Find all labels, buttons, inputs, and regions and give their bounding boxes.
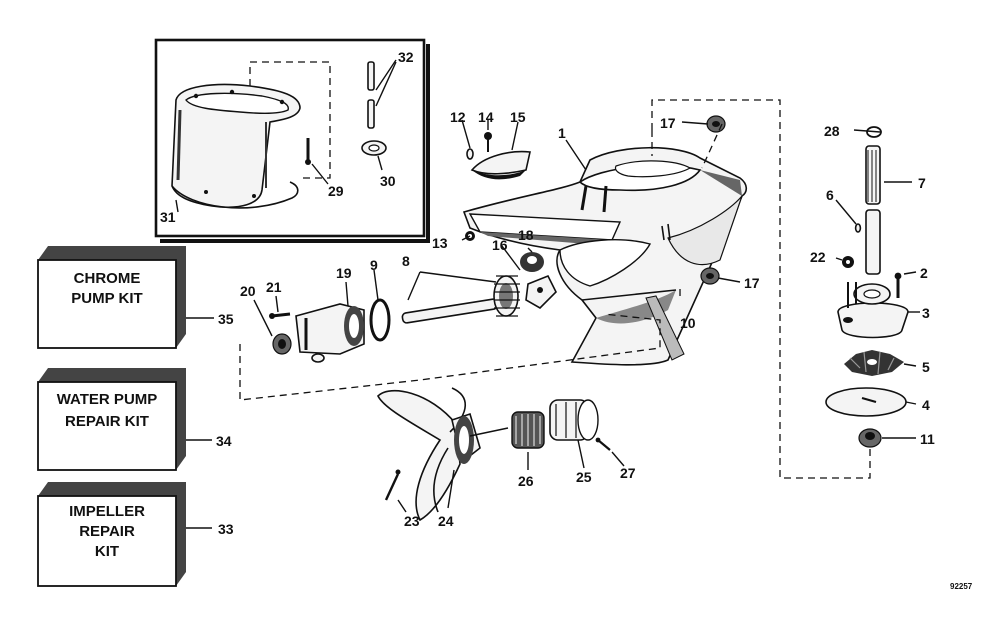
kit-box-impeller-repair: IMPELLER REPAIR KIT	[37, 482, 212, 587]
part-22-nut	[842, 256, 854, 268]
inset-exhaust-housing-box	[154, 38, 430, 243]
kit-chrome-line1: CHROME	[74, 270, 141, 287]
kit-box-water-pump: WATER PUMP REPAIR KIT	[37, 368, 212, 471]
callout-9: 9	[370, 257, 378, 273]
part-32-pins	[367, 61, 375, 129]
callout-3: 3	[922, 305, 930, 321]
part-19-bearing-housing	[295, 303, 365, 363]
part-31-exhaust-adapter	[171, 83, 301, 209]
callout-5: 5	[922, 359, 930, 375]
part-21-screw	[269, 312, 291, 319]
callout-12: 12	[450, 109, 466, 125]
kit-chrome-line2: PUMP KIT	[71, 290, 142, 307]
callout-2: 2	[920, 265, 928, 281]
part-17-grommet-upper	[706, 115, 726, 133]
callout-34: 34	[216, 433, 232, 449]
callout-24: 24	[438, 513, 454, 529]
callout-19: 19	[336, 265, 352, 281]
callout-7: 7	[918, 175, 926, 191]
part-18-pinion-gear	[520, 252, 544, 272]
callout-17-upper: 17	[660, 115, 676, 131]
callout-35: 35	[218, 311, 234, 327]
part-14-screw	[484, 132, 492, 152]
part-3-pump-housing	[837, 282, 909, 339]
callout-26: 26	[518, 473, 534, 489]
kit-impeller-line2: REPAIR	[79, 523, 135, 540]
callout-28: 28	[824, 123, 840, 139]
part-17-grommet-lower	[700, 267, 720, 285]
callout-33: 33	[218, 521, 234, 537]
part-30-seal	[361, 140, 387, 156]
part-6-key	[854, 223, 862, 233]
part-2-screw	[894, 272, 902, 298]
part-25-bearing-carrier	[549, 399, 599, 441]
part-16-clutch-dog	[525, 274, 557, 309]
part-7-drive-shaft	[865, 145, 881, 275]
part-26-reverse-gear	[511, 411, 545, 449]
part-12-pin	[466, 148, 474, 160]
callout-1: 1	[558, 125, 566, 141]
part-27-pin	[595, 437, 611, 451]
callout-30: 30	[380, 173, 396, 189]
part-15-cover-plate	[470, 150, 531, 180]
kit-impeller-line3: KIT	[95, 543, 119, 560]
part-20-seal	[272, 333, 292, 355]
callout-11: 11	[920, 431, 935, 447]
callout-31: 31	[160, 209, 176, 225]
part-10-gearcase-housing	[462, 146, 748, 366]
callout-18: 18	[518, 227, 534, 243]
callout-labels: 1 2 3 4 5 6 7 8 9 10 11 12 13 14 15 16 1…	[160, 49, 935, 537]
kit-water-line2: REPAIR KIT	[65, 413, 149, 430]
callout-32: 32	[398, 49, 414, 65]
callout-27: 27	[620, 465, 636, 481]
part-11-seal	[858, 428, 882, 448]
part-29-screw	[305, 138, 311, 165]
callout-17-lower: 17	[744, 275, 760, 291]
kit-box-chrome-pump: CHROME PUMP KIT	[37, 246, 214, 349]
part-4-plate	[825, 387, 907, 417]
callout-21: 21	[266, 279, 282, 295]
callout-4: 4	[922, 397, 930, 413]
callout-25: 25	[576, 469, 592, 485]
callout-14: 14	[478, 109, 494, 125]
callout-13: 13	[432, 235, 448, 251]
part-5-impeller	[844, 350, 904, 376]
callout-10: 10	[680, 315, 696, 331]
part-28-o-ring	[866, 126, 882, 138]
part-24-propeller	[377, 387, 481, 522]
part-8-propeller-shaft	[401, 275, 520, 324]
callout-6: 6	[826, 187, 834, 203]
callout-20: 20	[240, 283, 256, 299]
callout-23: 23	[404, 513, 420, 529]
kit-impeller-line1: IMPELLER	[69, 503, 145, 520]
callout-8: 8	[402, 253, 410, 269]
kit-water-line1: WATER PUMP	[57, 391, 158, 408]
callout-16: 16	[492, 237, 508, 253]
callout-29: 29	[328, 183, 344, 199]
callout-22: 22	[810, 249, 826, 265]
figure-number: 92257	[950, 582, 973, 591]
callout-15: 15	[510, 109, 526, 125]
part-23-cotter-pin	[384, 469, 401, 501]
part-9-o-ring	[369, 298, 391, 342]
